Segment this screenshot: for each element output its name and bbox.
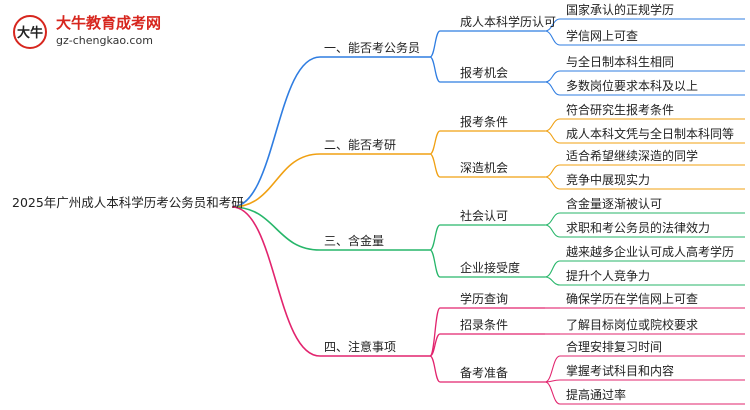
leaf-node: 提高通过率 xyxy=(566,387,626,402)
edge-root-branch xyxy=(231,56,321,208)
edge-root-branch xyxy=(231,206,321,251)
leaf-node: 提升个人竞争力 xyxy=(566,268,650,283)
sub-node: 招录条件 xyxy=(460,318,508,332)
sub-node: 备考准备 xyxy=(460,366,508,380)
logo-url: gz-chengkao.com xyxy=(56,34,153,47)
sub-node: 学历查询 xyxy=(460,291,508,306)
leaf-node: 符合研究生报考条件 xyxy=(566,102,674,117)
edge-sub-leaf xyxy=(544,260,561,278)
leaf-node: 适合希望继续深造的同学 xyxy=(566,148,698,163)
sub-node: 报考机会 xyxy=(460,65,508,80)
nodes-layer: 2025年广州成人本科学历考公务员和考研 一、能否考公务员 成人本科学历认可国家承认… xyxy=(12,2,745,405)
edge-sub-leaf xyxy=(544,118,561,132)
edge-sub-leaf xyxy=(544,130,561,144)
sub-node: 企业接受度 xyxy=(460,260,520,275)
leaf-node: 越来越多企业认可成人高考学历 xyxy=(566,244,734,259)
leaf-node: 成人本科文凭与全日制本科同等 xyxy=(566,126,734,141)
edge-branch-sub xyxy=(429,355,441,383)
logo-mark-icon: 大牛 xyxy=(13,15,47,49)
leaf-node: 学信网上可查 xyxy=(566,28,638,43)
logo-mark-text: 大牛 xyxy=(17,25,43,41)
sub-node: 报考条件 xyxy=(460,114,508,129)
edge-sub-leaf xyxy=(544,164,561,178)
edge-sub-leaf xyxy=(544,70,561,83)
leaf-node: 含金量逐渐被认可 xyxy=(566,196,662,211)
leaf-node: 多数岗位要求本科及以上 xyxy=(566,78,698,93)
branch-node: 四、注意事项 xyxy=(324,339,396,354)
edge-branch-sub xyxy=(429,56,441,83)
edge-sub-leaf xyxy=(544,224,561,238)
leaf-node: 掌握考试科目和内容 xyxy=(566,363,674,378)
leaf-node: 求职和考公务员的法律效力 xyxy=(566,220,710,235)
edge-branch-sub xyxy=(429,130,441,155)
edge-branch-sub xyxy=(429,224,441,251)
edge-branch-sub xyxy=(429,307,441,357)
edge-sub-leaf xyxy=(544,176,561,190)
leaf-node: 合理安排复习时间 xyxy=(566,339,662,354)
edge-root-branch xyxy=(231,153,321,208)
edge-root-branch xyxy=(231,206,321,357)
edge-sub-leaf xyxy=(544,30,561,46)
leaf-node: 确保学历在学信网上可查 xyxy=(566,291,698,306)
logo-title: 大牛教育成考网 xyxy=(56,14,162,32)
edge-branch-sub xyxy=(429,153,441,178)
edge-sub-leaf xyxy=(544,212,561,226)
sub-node: 社会认可 xyxy=(460,208,508,223)
leaf-node: 竞争中展现实力 xyxy=(566,172,650,187)
edges-layer xyxy=(231,18,561,405)
branch-node: 一、能否考公务员 xyxy=(324,40,420,55)
edge-sub-leaf xyxy=(544,381,561,405)
site-logo[interactable]: 大牛 大牛教育成考网 gz-chengkao.com xyxy=(12,12,172,52)
edge-branch-sub xyxy=(429,249,441,278)
sub-node: 成人本科学历认可 xyxy=(460,14,556,29)
sub-node: 深造机会 xyxy=(460,161,508,175)
root-node: 2025年广州成人本科学历考公务员和考研 xyxy=(12,195,244,210)
edge-sub-leaf xyxy=(544,355,561,383)
leaf-node: 与全日制本科生相同 xyxy=(566,54,674,69)
branch-node: 二、能否考研 xyxy=(324,138,396,152)
edge-sub-leaf xyxy=(544,81,561,96)
leaf-node: 国家承认的正规学历 xyxy=(566,2,674,17)
edge-sub-leaf xyxy=(544,276,561,286)
leaf-node: 了解目标岗位或院校要求 xyxy=(566,317,698,332)
edge-branch-sub xyxy=(429,333,441,357)
edge-branch-sub xyxy=(429,30,441,58)
branch-node: 三、含金量 xyxy=(324,233,384,248)
edge-sub-leaf xyxy=(544,18,561,32)
